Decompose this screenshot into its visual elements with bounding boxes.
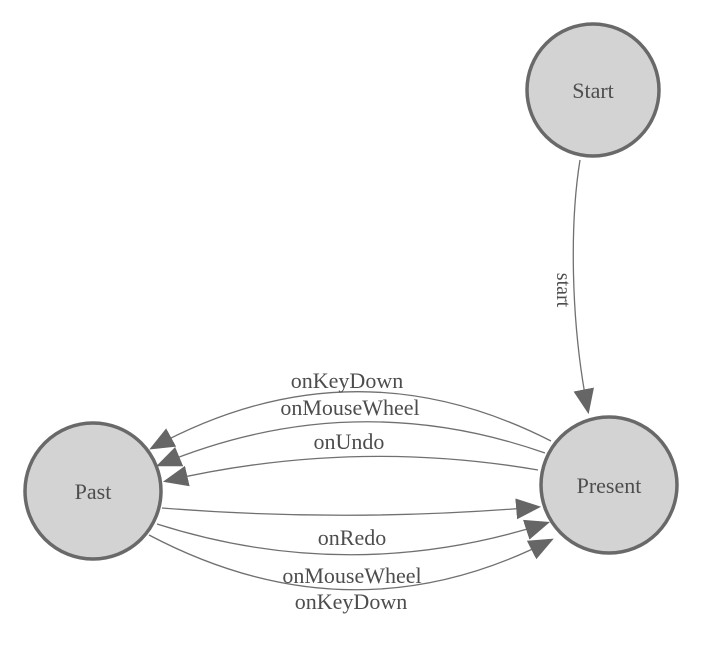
transition-label-present-to-past-onundo: onUndo (314, 429, 385, 454)
state-node-present[interactable]: Present (539, 415, 679, 555)
transition-label-past-to-present-onredo: onRedo (318, 525, 386, 550)
state-node-label-past: Past (75, 479, 112, 504)
transition-label-start-to-present: start (552, 273, 574, 308)
transition-edge-present-to-past-onmousewheel (156, 421, 546, 467)
state-node-label-start: Start (572, 78, 614, 103)
transition-edge-present-to-past-onkeydown (149, 391, 552, 450)
transition-label-past-to-present-onmousewheel: onMouseWheel (282, 563, 421, 588)
transition-edge-start-to-present (572, 159, 594, 415)
transition-edge-present-to-past-onundo (162, 455, 539, 487)
transition-label-past-to-present-onkeydown: onKeyDown (295, 589, 407, 614)
transition-label-present-to-past-onkeydown: onKeyDown (291, 368, 403, 393)
edge-layer: startonKeyDownonMouseWheelonUndoonRedoon… (148, 159, 594, 614)
transition-edge-past-to-present-onkeydown (148, 534, 554, 591)
transition-edge-past-to-present-onmousewheel (156, 519, 550, 556)
transition-edge-past-to-present-onredo (161, 498, 542, 520)
transition-label-present-to-past-onmousewheel: onMouseWheel (280, 395, 419, 420)
state-node-circle-past[interactable] (23, 421, 163, 561)
state-node-circle-present[interactable] (539, 415, 679, 555)
state-node-start[interactable]: Start (525, 22, 661, 158)
state-node-circle-start[interactable] (525, 22, 661, 158)
state-node-past[interactable]: Past (23, 421, 163, 561)
state-node-label-present: Present (577, 473, 642, 498)
